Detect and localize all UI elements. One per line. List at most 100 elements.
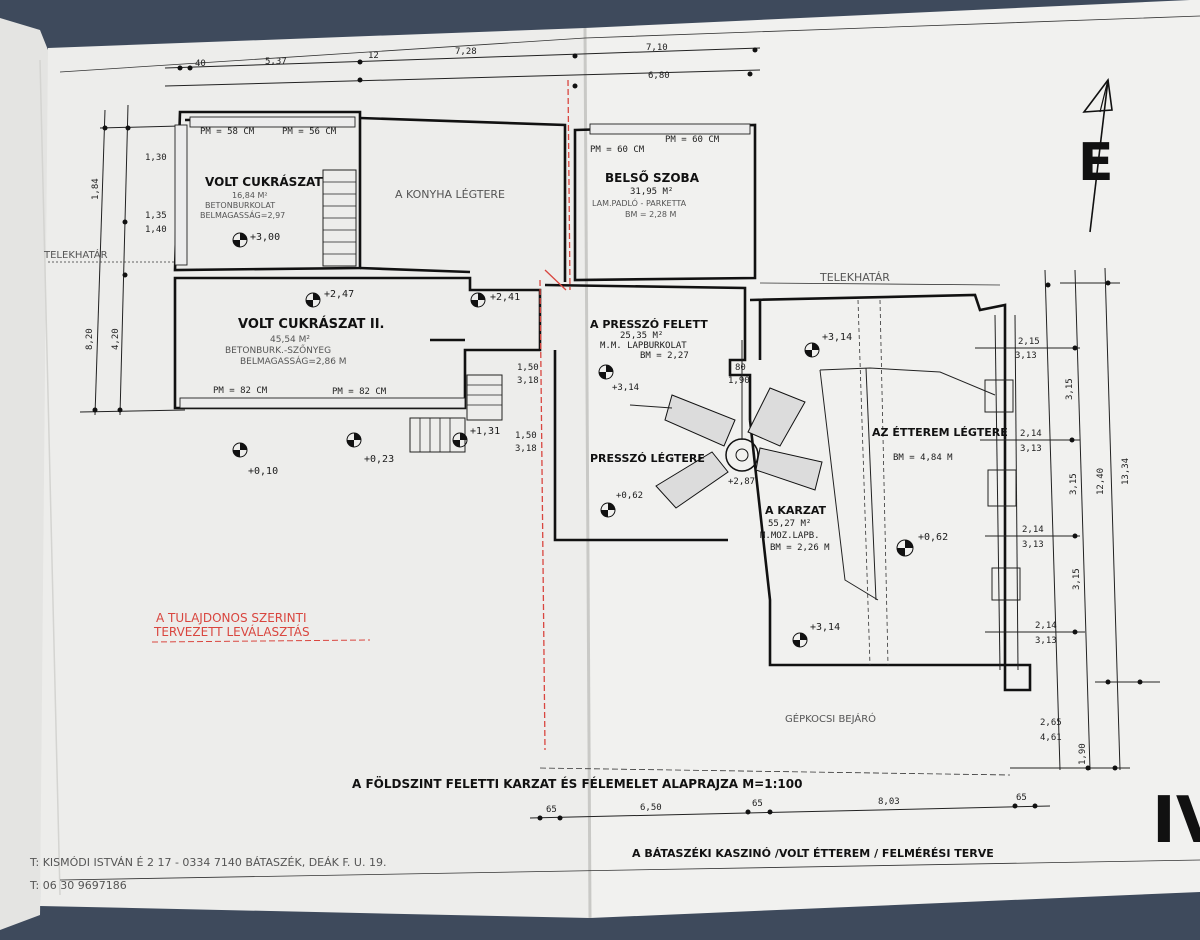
level-karzat-stair: +2,87 bbox=[728, 477, 755, 487]
red-note: A TULAJDONOS SZERINTI TERVEZETT LEVÁLASZ… bbox=[151, 611, 371, 643]
room-area: 25,35 M² bbox=[620, 331, 663, 341]
sheet-title-underline bbox=[539, 767, 1011, 776]
room-area: 31,95 M² bbox=[630, 187, 673, 197]
window-label-4: PM = 60 CM bbox=[665, 135, 720, 145]
driveway-label: GÉPKOCSI BEJÁRÓ bbox=[785, 712, 876, 725]
dim-mid-3-18a: 3,18 bbox=[517, 376, 539, 386]
room-name: VOLT CUKRÁSZAT bbox=[205, 174, 323, 189]
spiral-stair bbox=[629, 340, 823, 509]
room-belso-szoba: BELSŐ SZOBA 31,95 M² LAM.PADLÓ - PARKETT… bbox=[592, 170, 700, 219]
dim-5-37: 5,37 bbox=[265, 57, 287, 67]
frame-bottom-line bbox=[59, 859, 1200, 881]
dim-r-2-14c: 2,14 bbox=[1035, 621, 1057, 631]
dim-r-3-15a: 3,15 bbox=[1065, 378, 1075, 400]
dim-1-30: 1,30 bbox=[145, 153, 167, 163]
dim-r-3-15b: 3,15 bbox=[1069, 473, 1079, 495]
room-area: 45,54 M² bbox=[270, 335, 310, 345]
window-label-2: PM = 56 CM bbox=[282, 127, 337, 137]
room-height: BM = 2,26 M bbox=[770, 543, 830, 553]
room-name: A KARZAT bbox=[765, 504, 826, 517]
room-height: BM = 2,28 M bbox=[625, 210, 677, 219]
dim-r-13-34: 13,34 bbox=[1121, 458, 1131, 485]
window-label-5: PM = 82 CM bbox=[213, 386, 268, 396]
room-name: A PRESSZÓ FELETT bbox=[590, 318, 708, 331]
room-etterem-legtere: AZ ÉTTEREM LÉGTERE BM = 4,84 M bbox=[872, 426, 1008, 463]
dim-6-80: 6,80 bbox=[648, 71, 670, 81]
level-karzat-bottom: +3,14 bbox=[810, 622, 840, 633]
room-presszo-legtere: PRESSZÓ LÉGTERE bbox=[590, 452, 705, 465]
room-konyha: A KONYHA LÉGTERE bbox=[395, 188, 505, 201]
room-presszo-felett: A PRESSZÓ FELETT 25,35 M² M.M. LAPBURKOL… bbox=[590, 318, 708, 361]
sheet-number: IV bbox=[1152, 784, 1200, 858]
dim-r-2-15: 2,15 bbox=[1018, 337, 1040, 347]
dim-r-2-65: 2,65 bbox=[1040, 718, 1062, 728]
top-dimension-chain: 40 5,37 12 7,28 7,10 6,80 bbox=[164, 43, 761, 89]
dim-4-20: 4,20 bbox=[111, 328, 121, 350]
dim-1-84: 1,84 bbox=[91, 178, 101, 200]
phone-line: T: 06 30 9697186 bbox=[29, 879, 127, 892]
dim-mid-1-50b: 1,50 bbox=[515, 431, 537, 441]
stairs bbox=[322, 169, 823, 509]
room-name: VOLT CUKRÁSZAT II. bbox=[238, 316, 385, 332]
room-height: BM = 2,27 bbox=[640, 351, 689, 361]
room-height: BELMAGASSÁG=2,86 M bbox=[240, 355, 347, 367]
room-area: 16,84 M² bbox=[232, 191, 268, 200]
room-karzat: A KARZAT 55,27 M² M.MOZ.LAPB. BM = 2,26 … bbox=[760, 504, 830, 553]
room-height: BM = 4,84 M bbox=[893, 453, 953, 463]
dim-8-20: 8,20 bbox=[85, 328, 95, 350]
level-presszo-felett: +3,14 bbox=[612, 383, 639, 393]
red-note-line2: TERVEZETT LEVÁLASZTÁS bbox=[153, 624, 310, 639]
telekhatar-left: TELEKHATÁR bbox=[43, 248, 108, 261]
level-volt-cukraszat: +3,00 bbox=[250, 232, 280, 243]
dim-r-2-14b: 2,14 bbox=[1022, 525, 1044, 535]
dim-7-28: 7,28 bbox=[455, 47, 477, 57]
dim-1-35: 1,35 bbox=[145, 211, 167, 221]
red-separation-line bbox=[539, 79, 571, 751]
sheet-title: A FÖLDSZINT FELETTI KARZAT ÉS FÉLEMELET … bbox=[352, 776, 802, 791]
dim-1-40: 1,40 bbox=[145, 225, 167, 235]
dim-7-10: 7,10 bbox=[646, 43, 668, 53]
property-line-right bbox=[759, 282, 1001, 286]
project-title: A BÁTASZÉKI KASZINÓ /VOLT ÉTTEREM / FELM… bbox=[632, 847, 994, 860]
frame-top-line bbox=[59, 15, 1200, 73]
window-label-1: PM = 58 CM bbox=[200, 127, 255, 137]
author-line: T: KISMÓDI ISTVÁN É 2 17 - 0334 7140 BÁT… bbox=[29, 856, 386, 869]
dim-12: 12 bbox=[368, 51, 379, 61]
level-cukraszat-2: +2,47 bbox=[324, 289, 354, 300]
room-floor: BETONBURK.-SZŐNYEG bbox=[225, 345, 331, 356]
level-markers bbox=[232, 232, 914, 648]
level-1-31: +1,31 bbox=[470, 426, 500, 437]
dim-b-8-03: 8,03 bbox=[878, 797, 900, 807]
window-label-3: PM = 60 CM bbox=[590, 145, 645, 155]
telekhatar-right: TELEKHATÁR bbox=[819, 271, 890, 284]
dim-mid-80: 80 bbox=[735, 363, 746, 373]
room-floor: M.MOZ.LAPB. bbox=[760, 531, 820, 541]
dim-mid-1-90: 1,90 bbox=[728, 376, 750, 386]
left-dimension-chain: 1,84 1,30 1,35 1,40 8,20 4,20 bbox=[79, 104, 186, 416]
room-name: AZ ÉTTEREM LÉGTERE bbox=[872, 426, 1008, 439]
level-0-10: +0,10 bbox=[248, 466, 278, 477]
dim-b-65b: 65 bbox=[752, 799, 763, 809]
right-dimension-chain: 2,15 3,13 3,15 2,14 3,13 3,15 2,14 3,13 … bbox=[975, 267, 1160, 771]
level-etterem: +0,62 bbox=[918, 532, 948, 543]
dim-b-65a: 65 bbox=[546, 805, 557, 815]
north-arrow-icon bbox=[1082, 77, 1113, 233]
dim-r-3-13d: 3,13 bbox=[1035, 636, 1057, 646]
room-volt-cukraszat: VOLT CUKRÁSZAT 16,84 M² BETONBURKOLAT BE… bbox=[200, 174, 323, 220]
dim-mid-3-18b: 3,18 bbox=[515, 444, 537, 454]
room-floor: BETONBURKOLAT bbox=[205, 201, 275, 210]
dim-r-1-90: 1,90 bbox=[1078, 743, 1088, 765]
room-floor: LAM.PADLÓ - PARKETTA bbox=[592, 197, 687, 208]
dim-b-6-50: 6,50 bbox=[640, 803, 662, 813]
level-2-41: +2,41 bbox=[490, 292, 520, 303]
room-height: BELMAGASSÁG=2,97 bbox=[200, 209, 285, 220]
red-note-line1: A TULAJDONOS SZERINTI bbox=[156, 611, 307, 625]
dim-mid-1-50a: 1,50 bbox=[517, 363, 539, 373]
room-name: BELSŐ SZOBA bbox=[605, 170, 700, 185]
room-volt-cukraszat-2: VOLT CUKRÁSZAT II. 45,54 M² BETONBURK.-S… bbox=[225, 316, 385, 367]
room-floor: M.M. LAPBURKOLAT bbox=[600, 341, 687, 351]
dim-r-3-15c: 3,15 bbox=[1072, 568, 1082, 590]
dim-r-2-14a: 2,14 bbox=[1020, 429, 1042, 439]
